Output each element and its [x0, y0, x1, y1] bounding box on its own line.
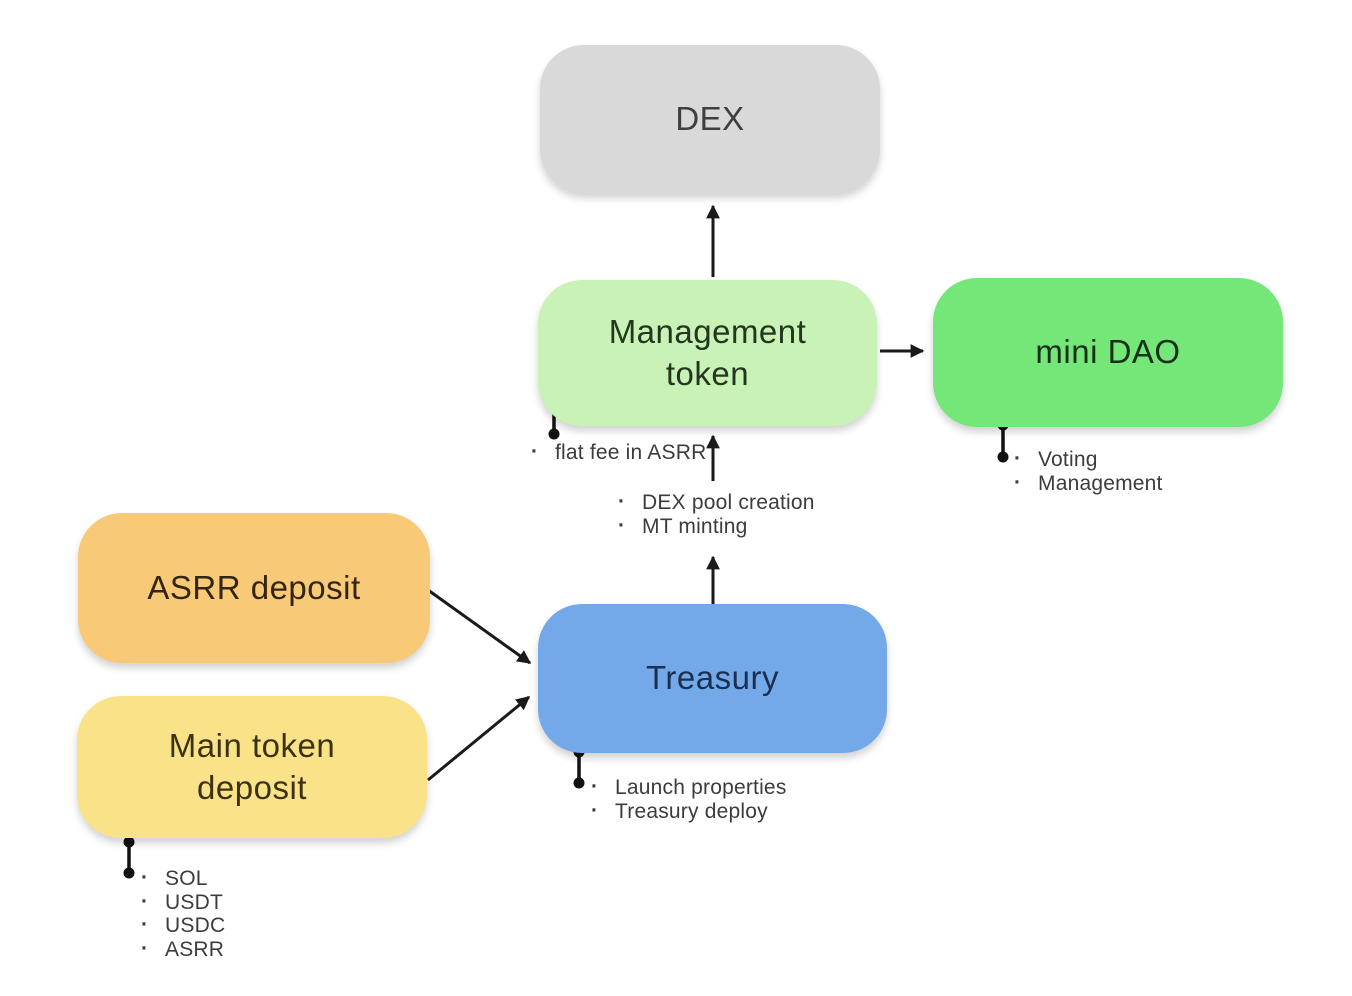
node-management-token-label: Management token — [608, 312, 807, 392]
connector-main-token-deposit — [123, 836, 135, 879]
node-treasury-label: Treasury — [646, 659, 779, 697]
annotation-list-management-token: flat fee in ASRR — [525, 440, 706, 465]
node-asrr-deposit: ASRR deposit — [78, 513, 430, 663]
node-mini-dao: mini DAO — [933, 278, 1283, 427]
annotation-item: Treasury deploy — [585, 799, 787, 824]
annotation-item: ASRR — [135, 937, 225, 962]
node-mini-dao-label: mini DAO — [1035, 333, 1181, 371]
annotation-item: Voting — [1008, 447, 1163, 472]
node-main-token-deposit-label: Main token deposit — [168, 726, 336, 806]
annotation-item: flat fee in ASRR — [525, 440, 706, 465]
arrow-main-token-deposit-to-treasury — [427, 695, 531, 782]
annotation-item: USDC — [135, 913, 225, 938]
annotation-list-main-token-deposit: SOL USDT USDC ASRR — [135, 866, 225, 962]
annotation-item: Launch properties — [585, 775, 787, 800]
annotation-list-treasury-process: DEX pool creation MT minting — [612, 490, 815, 539]
node-treasury: Treasury — [538, 604, 887, 753]
arrow-asrr-deposit-to-treasury — [427, 588, 532, 665]
annotation-item: MT minting — [612, 514, 815, 539]
node-management-token: Management token — [538, 280, 877, 426]
annotation-list-mini-dao: Voting Management — [1008, 447, 1163, 496]
node-dex: DEX — [540, 45, 880, 193]
annotation-item: Management — [1008, 471, 1163, 496]
annotation-item: SOL — [135, 866, 225, 891]
node-asrr-deposit-label: ASRR deposit — [147, 568, 361, 606]
annotation-list-treasury: Launch properties Treasury deploy — [585, 775, 787, 824]
annotation-item: DEX pool creation — [612, 490, 815, 515]
node-main-token-deposit: Main token deposit — [77, 696, 427, 838]
node-dex-label: DEX — [675, 99, 745, 137]
annotation-item: USDT — [135, 890, 225, 915]
